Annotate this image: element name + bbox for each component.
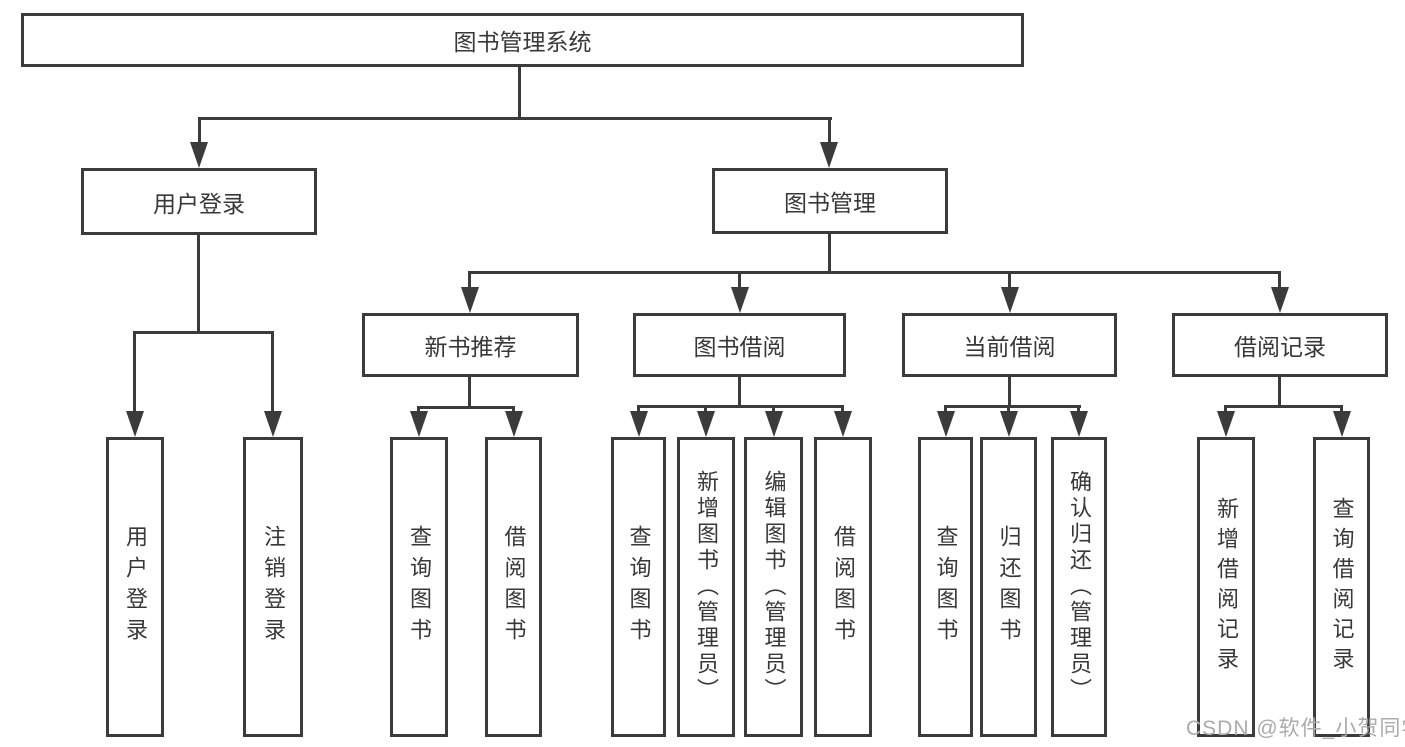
connector-rail — [133, 331, 274, 334]
arrow-down-icon — [1001, 287, 1019, 313]
node-new-book-recommend: 新书推荐 — [362, 313, 579, 377]
leaf-user-login: 用户登录 — [106, 437, 164, 737]
arrow-down-icon — [834, 411, 852, 437]
arrow-down-icon — [461, 287, 479, 313]
arrow-down-icon — [126, 411, 144, 437]
arrow-down-icon — [697, 411, 715, 437]
connector-line — [417, 406, 420, 413]
connector-line — [828, 234, 831, 274]
connector-line — [512, 406, 515, 413]
node-user-login: 用户登录 — [81, 168, 317, 235]
leaf-add-books-admin: 新增图书（管理员） — [677, 437, 735, 737]
leaf-confirm-return-admin: 确认归还（管理员） — [1051, 437, 1107, 737]
node-book-borrow: 图书借阅 — [633, 313, 846, 377]
arrow-down-icon — [820, 142, 838, 168]
leaf-query-books: 查询图书 — [918, 437, 973, 737]
leaf-query-borrow-record: 查询借阅记录 — [1313, 437, 1370, 737]
arrow-down-icon — [731, 287, 749, 313]
connector-line — [704, 405, 707, 413]
node-library-management-system: 图书管理系统 — [21, 13, 1024, 67]
node-borrow-records: 借阅记录 — [1172, 313, 1388, 377]
connector-line — [1278, 271, 1281, 289]
leaf-edit-books-admin: 编辑图书（管理员） — [744, 437, 803, 737]
connector-line — [637, 405, 640, 413]
connector-line — [271, 331, 274, 411]
arrow-down-icon — [505, 411, 523, 437]
arrow-down-icon — [410, 411, 428, 437]
connector-line — [828, 117, 831, 143]
arrow-down-icon — [1333, 411, 1351, 437]
connector-level2-rail — [468, 271, 1281, 274]
connector-rail — [417, 406, 515, 409]
leaf-logout: 注销登录 — [243, 437, 303, 737]
watermark: CSDN @软件_小贺同学 — [1186, 717, 1405, 740]
connector-root-stub — [518, 67, 521, 118]
connector-line — [1278, 377, 1281, 408]
leaf-return-books: 归还图书 — [980, 437, 1037, 737]
connector-rail — [1224, 405, 1343, 408]
connector-line — [738, 271, 741, 289]
arrow-down-icon — [264, 411, 282, 437]
connector-line — [468, 271, 471, 289]
connector-line — [738, 377, 741, 408]
node-current-borrow: 当前借阅 — [902, 313, 1117, 377]
node-book-management: 图书管理 — [712, 168, 948, 234]
connector-line — [468, 377, 471, 409]
connector-line — [1340, 405, 1343, 413]
leaf-borrow-books: 借阅图书 — [485, 437, 542, 737]
arrow-down-icon — [765, 411, 783, 437]
leaf-borrow-books: 借阅图书 — [814, 437, 872, 737]
arrow-down-icon — [937, 411, 955, 437]
arrow-down-icon — [190, 142, 208, 168]
connector-rail — [944, 405, 1081, 408]
connector-line — [1224, 405, 1227, 413]
connector-line — [772, 405, 775, 413]
connector-line — [1007, 405, 1010, 413]
connector-line — [1077, 405, 1080, 413]
connector-line — [841, 405, 844, 413]
arrow-down-icon — [1271, 287, 1289, 313]
connector-line — [944, 405, 947, 413]
leaf-query-books: 查询图书 — [390, 437, 448, 737]
arrow-down-icon — [1070, 411, 1088, 437]
leaf-query-books: 查询图书 — [611, 437, 666, 737]
connector-rail — [637, 405, 844, 408]
arrow-down-icon — [1217, 411, 1235, 437]
arrow-down-icon — [630, 411, 648, 437]
connector-line — [1008, 377, 1011, 408]
connector-line — [198, 117, 201, 143]
connector-level1-rail — [198, 117, 832, 120]
leaf-add-borrow-record: 新增借阅记录 — [1197, 437, 1255, 737]
arrow-down-icon — [1000, 411, 1018, 437]
connector-line — [1008, 271, 1011, 289]
connector-line — [197, 234, 200, 334]
connector-line — [133, 331, 136, 411]
